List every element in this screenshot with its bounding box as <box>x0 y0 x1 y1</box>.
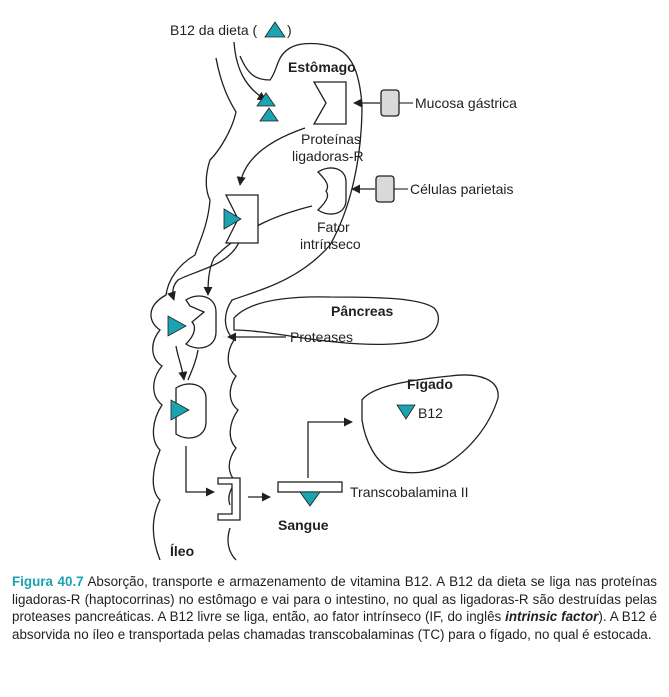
dietary-b12-close: ) <box>287 22 292 38</box>
stomach-label: Estômago <box>288 59 356 75</box>
pancreas-shape <box>233 296 439 345</box>
r-binder-shape <box>312 81 347 125</box>
parietal-cell <box>375 175 395 203</box>
ileal-receptor <box>217 477 241 521</box>
liver-label: Fígado <box>407 376 453 392</box>
figure-caption: Figura 40.7 Absorção, transporte e armaz… <box>12 573 657 643</box>
b12-absorption-diagram: Pâncreas Fígado B12 B12 da dieta ( ) Est… <box>150 21 517 561</box>
caption-italic: intrinsic factor <box>505 609 599 625</box>
intrinsic-factor-label-1: Fator <box>317 219 350 235</box>
b12-liver-label: B12 <box>418 405 443 421</box>
figure-label: Figura 40.7 <box>12 574 84 589</box>
gut-outline <box>150 42 363 561</box>
dietary-b12-label: B12 da dieta ( <box>170 22 258 38</box>
gastric-mucosa-label: Mucosa gástrica <box>415 95 517 111</box>
if-b12-complex <box>175 383 207 439</box>
b12-legend-triangle <box>264 21 286 38</box>
caption-text-2: ). A B12 é absorvida no íleo e transport… <box>12 609 657 642</box>
intrinsic-factor-shape <box>316 167 347 215</box>
liver-shape <box>361 374 499 474</box>
gastric-mucosa-cell <box>380 89 400 117</box>
b12-transcobalamin-triangle <box>299 491 321 507</box>
b12-complex-triangle-3 <box>170 399 190 421</box>
ileum-label: Íleo <box>170 543 194 559</box>
transcobalamin-bar <box>277 481 343 493</box>
if-rbinder-complex <box>184 295 217 349</box>
caption-text-1: Absorção, transporte e armazenamento de … <box>12 574 657 625</box>
parietal-cells-label: Células parietais <box>410 181 514 197</box>
b12-liver-triangle <box>396 404 416 420</box>
r-binder-label-1: Proteínas <box>301 131 361 147</box>
b12-complex-triangle-1 <box>223 208 242 230</box>
intrinsic-factor-label-2: intrínseco <box>300 236 361 252</box>
blood-label: Sangue <box>278 517 329 533</box>
b12-stomach-triangle-1 <box>256 92 276 107</box>
pancreas-label: Pâncreas <box>331 303 393 319</box>
transcobalamin-label: Transcobalamina II <box>350 484 469 500</box>
proteases-label: Proteases <box>290 329 353 345</box>
r-binder-label-2: ligadoras-R <box>292 148 364 164</box>
b12-stomach-triangle-2 <box>259 107 279 122</box>
r-binder-b12-complex <box>224 194 259 244</box>
b12-complex-triangle-2 <box>167 315 187 337</box>
